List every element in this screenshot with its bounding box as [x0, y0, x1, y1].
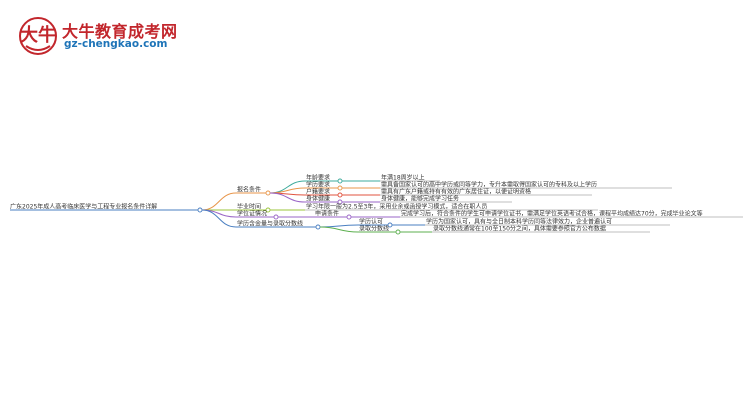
branch-label: 学历含金量与录取分数线 [237, 220, 303, 228]
branch-label: 学位证情况 [237, 210, 267, 218]
leaf-label: 户籍要求 [306, 188, 330, 196]
brand-mark-glyph: 大牛 [20, 25, 56, 46]
leaf-label: 录取分数线 [359, 225, 389, 233]
leaf-connector [269, 192, 306, 203]
leaf-connector [269, 180, 306, 194]
branch-node [265, 190, 271, 196]
brand-title: 大牛教育成考网 [62, 22, 178, 41]
branch-label: 报名条件 [237, 186, 261, 194]
branch-node [315, 224, 321, 230]
brand-mark-icon: 大牛 [18, 16, 58, 56]
branch-connector [201, 192, 237, 211]
leaf-label: 年龄要求 [306, 174, 330, 182]
root-label: 广东2025年成人高考临床医学与工程专业报名条件详解 [10, 203, 157, 211]
leaf-node [337, 192, 343, 198]
root-node [197, 207, 203, 213]
leaf-node [337, 185, 343, 191]
branch-connector [201, 209, 237, 228]
leaf-node [346, 214, 352, 220]
leaf-label: 学历认可 [359, 218, 383, 226]
branch-node [273, 214, 279, 220]
leaf-node [337, 178, 343, 184]
detail-text: 年满18周岁以上 [381, 174, 425, 182]
detail-text: 学习年限一般为2.5至3年，采用业余或函授学习模式，适合在职人员 [306, 203, 487, 211]
branch-label: 毕业时间 [237, 203, 261, 211]
leaf-connector [319, 226, 359, 233]
detail-text: 身体健康，能够完成学习任务 [381, 195, 459, 203]
detail-text: 完成学习后，符合条件的学生可申请学位证书，需满足学位英语考试合格，课程平均成绩达… [401, 210, 703, 218]
leaf-label: 申请条件 [315, 210, 339, 218]
leaf-node [395, 229, 401, 235]
detail-text: 需具备国家认可的高中学历或同等学力，专升本需取得国家认可的专科及以上学历 [381, 181, 597, 189]
leaf-label: 学历要求 [306, 181, 330, 189]
brand-logo[interactable]: 大牛 大牛教育成考网 gz-chengkao.com [18, 16, 188, 56]
detail-text: 需具有广东户籍或持有有效的广东居住证，以便证明资格 [381, 188, 531, 196]
detail-text: 学历为国家认可，具有与全日制本科学历同等法律效力，企业普遍认可 [426, 218, 612, 226]
brand-url[interactable]: gz-chengkao.com [64, 38, 168, 50]
leaf-connector [319, 224, 359, 228]
leaf-label: 身体健康 [306, 195, 330, 203]
detail-text: 录取分数线通常在100至150分之间，具体需要参照官方公布数据 [433, 225, 606, 233]
